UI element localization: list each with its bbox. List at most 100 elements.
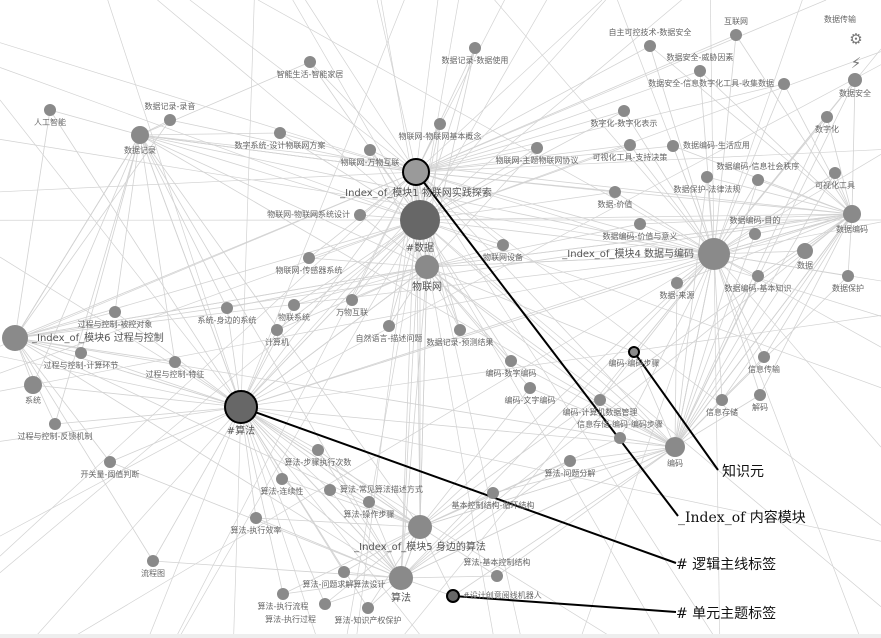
graph-node[interactable] [698, 238, 730, 270]
node-label: 数据记录-录音 [145, 101, 196, 111]
graph-node[interactable] [224, 390, 258, 424]
graph-node[interactable] [524, 382, 536, 394]
graph-node[interactable] [671, 277, 683, 289]
graph-node[interactable] [829, 167, 841, 179]
graph-node[interactable] [312, 444, 324, 456]
graph-node[interactable] [752, 174, 764, 186]
graph-edge [0, 253, 715, 392]
graph-edge [415, 171, 716, 638]
graph-node[interactable] [408, 515, 432, 539]
graph-node[interactable] [346, 294, 358, 306]
graph-node[interactable] [383, 320, 395, 332]
graph-node[interactable] [75, 347, 87, 359]
graph-edge [0, 67, 421, 221]
graph-node[interactable] [716, 394, 728, 406]
graph-node[interactable] [49, 418, 61, 430]
graph-edge [415, 0, 827, 173]
node-label: 物联网-万物互联 [341, 157, 400, 167]
graph-node[interactable] [667, 140, 679, 152]
graph-node[interactable] [842, 270, 854, 282]
graph-node[interactable] [288, 299, 300, 311]
graph-node[interactable] [446, 589, 460, 603]
graph-node[interactable] [147, 555, 159, 567]
magic-wand-icon[interactable]: ⚡ [850, 54, 862, 72]
graph-node[interactable] [104, 456, 116, 468]
graph-node[interactable] [487, 487, 499, 499]
graph-node[interactable] [821, 111, 833, 123]
graph-node[interactable] [665, 437, 685, 457]
graph-node[interactable] [402, 158, 430, 186]
graph-node[interactable] [169, 356, 181, 368]
graph-node[interactable] [618, 105, 630, 117]
graph-node[interactable] [749, 228, 761, 240]
graph-node[interactable] [319, 598, 331, 610]
graph-node[interactable] [614, 432, 626, 444]
graph-node[interactable] [594, 394, 606, 406]
graph-node[interactable] [848, 73, 862, 87]
graph-edge [419, 526, 498, 577]
graph-node[interactable] [752, 270, 764, 282]
graph-node[interactable] [221, 302, 233, 314]
graph-node[interactable] [701, 171, 713, 183]
graph-node[interactable] [730, 29, 742, 41]
graph-node[interactable] [415, 255, 439, 279]
bottom-scrollbar[interactable] [0, 634, 881, 638]
graph-edge [0, 355, 242, 408]
graph-node[interactable] [338, 566, 350, 578]
graph-node[interactable] [434, 118, 446, 130]
graph-edge [14, 219, 421, 339]
graph-node[interactable] [389, 566, 413, 590]
graph-node[interactable] [24, 376, 42, 394]
graph-node[interactable] [843, 205, 861, 223]
graph-node[interactable] [304, 56, 316, 68]
node-label: 数据记录-数据使用 [442, 55, 509, 65]
graph-edge [14, 119, 171, 339]
graph-edge [139, 134, 402, 579]
graph-edge [139, 134, 853, 215]
graph-node[interactable] [277, 588, 289, 600]
graph-node[interactable] [44, 104, 56, 116]
graph-node[interactable] [531, 142, 543, 154]
graph-node[interactable] [469, 42, 481, 54]
graph-node[interactable] [271, 324, 283, 336]
graph-node[interactable] [276, 473, 288, 485]
node-label: 可视化工具-支持决策 [593, 152, 668, 162]
graph-node[interactable] [609, 186, 621, 198]
graph-node[interactable] [778, 78, 790, 90]
graph-node[interactable] [624, 139, 636, 151]
graph-node[interactable] [131, 126, 149, 144]
graph-node[interactable] [628, 346, 640, 358]
graph-node[interactable] [303, 252, 315, 264]
graph-node[interactable] [797, 243, 813, 259]
graph-node[interactable] [363, 496, 375, 508]
graph-edge [34, 406, 242, 638]
graph-node[interactable] [644, 40, 656, 52]
graph-edge [674, 179, 759, 448]
graph-node[interactable] [564, 455, 576, 467]
node-label: 物联系统 [278, 312, 310, 322]
graph-node[interactable] [400, 200, 440, 240]
gear-icon[interactable]: ⚙ [849, 30, 863, 48]
graph-node[interactable] [164, 114, 176, 126]
graph-edge [419, 219, 881, 607]
graph-node[interactable] [354, 209, 366, 221]
graph-node[interactable] [109, 306, 121, 318]
graph-node[interactable] [754, 389, 766, 401]
graph-node[interactable] [758, 351, 770, 363]
graph-node[interactable] [454, 324, 466, 336]
graph-node[interactable] [634, 218, 646, 230]
graph-edge [240, 266, 428, 408]
graph-node[interactable] [250, 512, 262, 524]
graph-node[interactable] [491, 570, 503, 582]
graph-node[interactable] [2, 325, 28, 351]
graph-node[interactable] [364, 144, 376, 156]
graph-node[interactable] [694, 65, 706, 77]
graph-edge [649, 45, 715, 255]
graph-node[interactable] [497, 239, 509, 251]
graph-node[interactable] [362, 602, 374, 614]
graph-node[interactable] [274, 127, 286, 139]
graph-node[interactable] [505, 355, 517, 367]
graph-edge [599, 253, 715, 401]
graph-node[interactable] [324, 484, 336, 496]
